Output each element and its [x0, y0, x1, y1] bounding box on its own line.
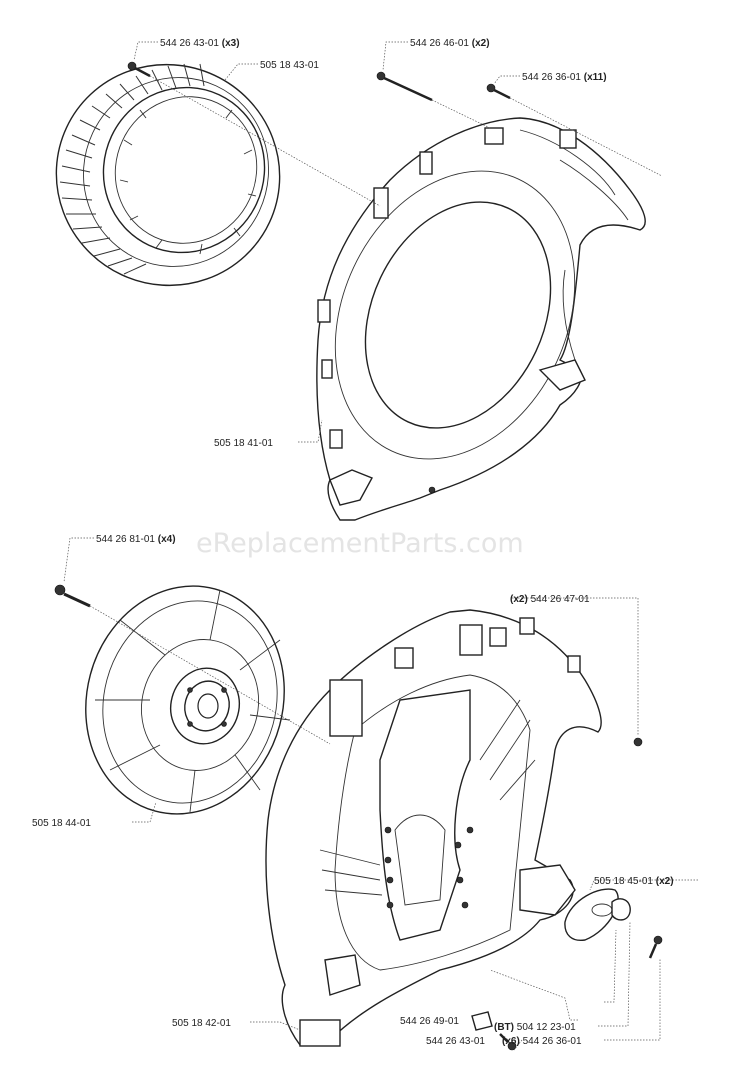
- upper-screw-x3-drawing: [127, 61, 151, 78]
- intake-grille-drawing: [55, 63, 281, 287]
- foot-x2-drawing: [564, 888, 619, 942]
- fan-bolt-x4-drawing: [54, 584, 91, 608]
- callout-fan-housing: 505 18 42-01: [172, 1018, 231, 1029]
- callout-clip: 544 26 49-01: [400, 1016, 459, 1027]
- upper-leader-lines: [133, 41, 663, 443]
- callout-lower-screw: 544 26 43-01: [426, 1036, 485, 1047]
- nut-x2-drawing: [633, 737, 643, 747]
- callout-foot-x2: 505 18 45-01 (x2): [594, 876, 674, 887]
- fan-wheel-drawing: [85, 585, 291, 815]
- callout-upper-screw-x3: 544 26 43-01 (x3): [160, 38, 240, 49]
- callout-fan-wheel: 505 18 44-01: [32, 818, 91, 829]
- callout-bt-part: (BT) 504 12 23-01: [494, 1022, 576, 1033]
- callout-intake-grille: 505 18 43-01: [260, 60, 319, 71]
- long-bolt-x2-drawing: [376, 71, 433, 102]
- screw-x6-drawing: [648, 935, 663, 959]
- callout-screw-x11: 544 26 36-01 (x11): [522, 72, 607, 83]
- lower-leader-lines: [63, 537, 698, 1051]
- clip-drawing: [611, 898, 631, 921]
- watermark: eReplacementParts.com: [196, 528, 524, 559]
- fan-cover-drawing: [316, 117, 646, 521]
- screw-x11-drawing: [486, 83, 511, 100]
- lower-clip-drawing: [471, 1011, 493, 1031]
- callout-long-bolt-x2: 544 26 46-01 (x2): [410, 38, 490, 49]
- callout-fan-cover: 505 18 41-01: [214, 438, 273, 449]
- callout-screw-x6: (x6) 544 26 36-01: [502, 1036, 582, 1047]
- callout-fan-bolt-x4: 544 26 81-01 (x4): [96, 534, 176, 545]
- lower-screw-drawing: [499, 1033, 517, 1051]
- callout-nut-x2: (x2) 544 26 47-01: [510, 594, 590, 605]
- fan-housing-drawing: [265, 609, 602, 1047]
